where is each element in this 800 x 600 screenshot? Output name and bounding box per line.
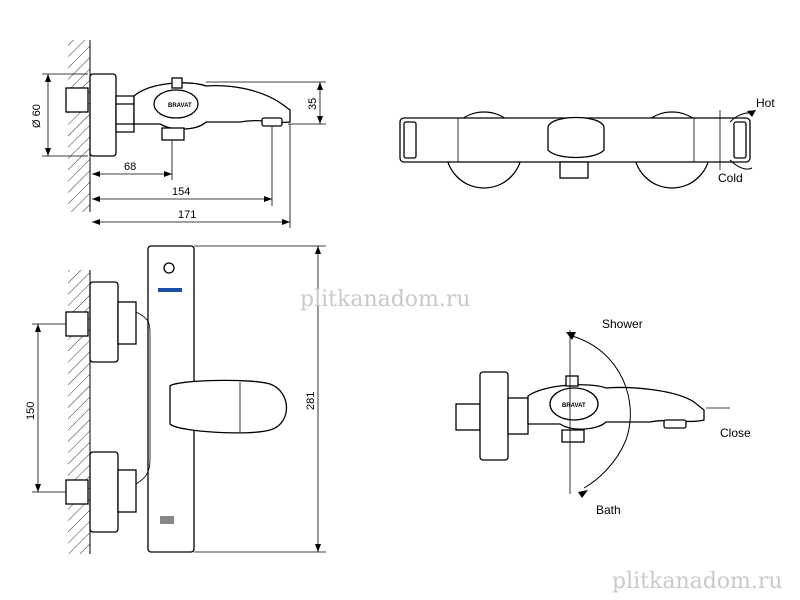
- watermark-center: plitkanadom.ru: [300, 287, 471, 312]
- dim-height-spout: 35: [307, 98, 319, 110]
- wall-hatch-top: [68, 40, 90, 212]
- label-close: Close: [720, 426, 751, 440]
- dim-diameter: Ø 60: [31, 104, 43, 128]
- indicator-hole: [163, 262, 175, 274]
- dim-281: 281: [305, 392, 317, 410]
- diverter-top: [547, 116, 605, 159]
- label-shower: Shower: [602, 317, 643, 331]
- spout-front: [169, 379, 287, 434]
- spout-aerator: [261, 117, 283, 127]
- brand-text-op: BRAVAT: [562, 403, 586, 409]
- brand-plate: [153, 89, 199, 119]
- watermark-corner: plitkanadom.ru: [612, 569, 783, 594]
- operation-view: BRAVAT Shower Close Bath: [455, 317, 751, 517]
- top-view: Hot Cold: [399, 96, 775, 189]
- dim-68: 68: [124, 161, 136, 173]
- hex-nut: [115, 95, 135, 133]
- wall-rosette: [89, 73, 117, 157]
- label-cold: Cold: [718, 171, 743, 185]
- front-view: 150 281: [25, 245, 326, 554]
- top-stem: [171, 77, 183, 89]
- wall-connector: [65, 87, 89, 113]
- dim-154: 154: [172, 186, 190, 198]
- label-bath: Bath: [596, 503, 621, 517]
- label-hot: Hot: [756, 96, 775, 110]
- dim-150: 150: [25, 402, 37, 420]
- side-view: BRAVAT Ø 60 35 68 154 171: [31, 40, 326, 228]
- brand-text: BRAVAT: [168, 103, 192, 109]
- bottom-outlet: [161, 127, 185, 141]
- dim-171: 171: [178, 209, 196, 221]
